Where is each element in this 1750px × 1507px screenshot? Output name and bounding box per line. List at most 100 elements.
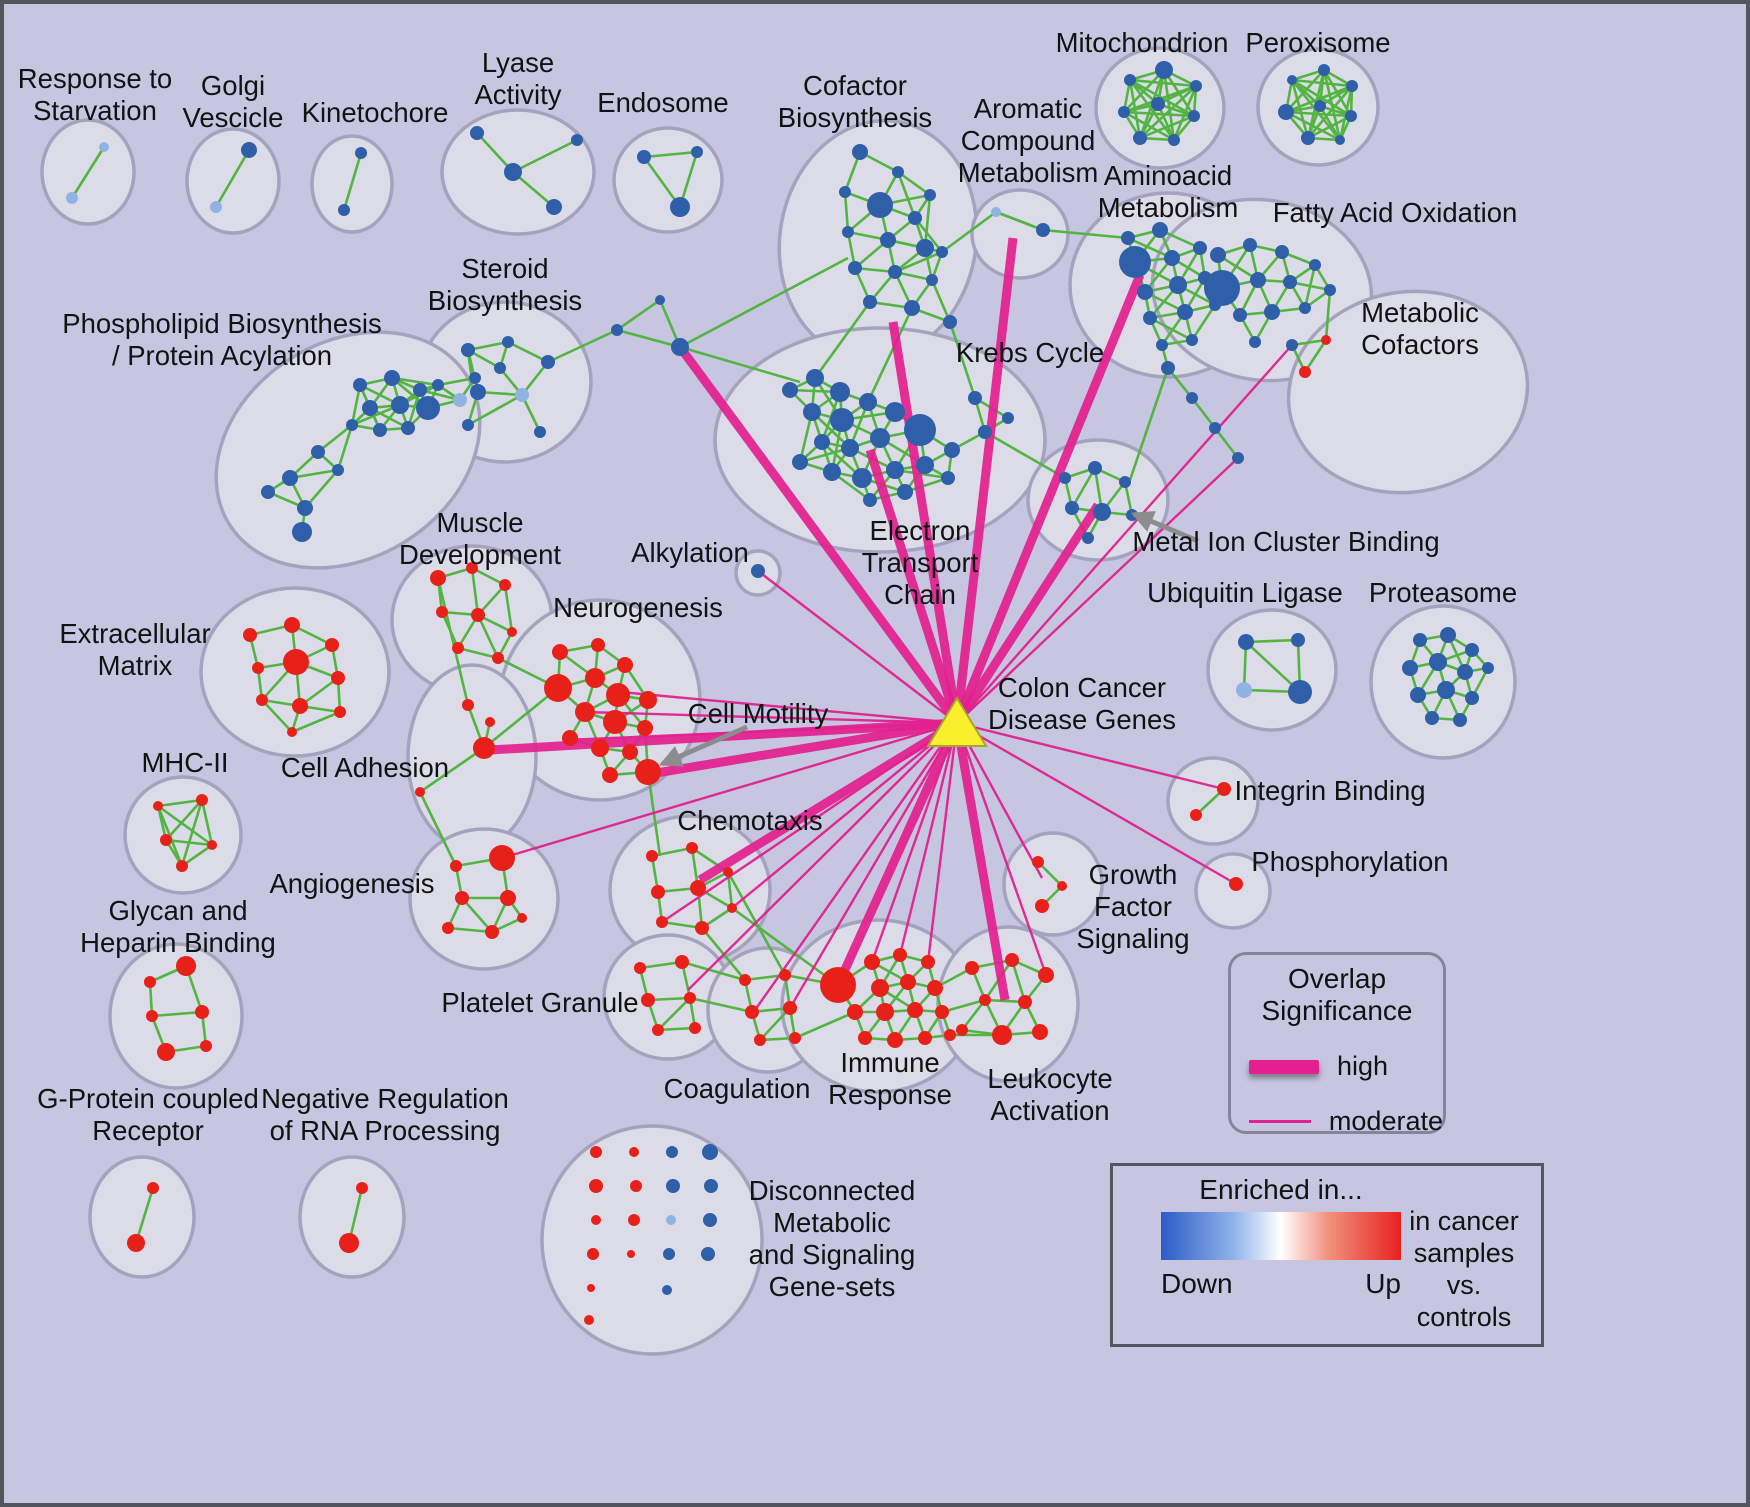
- gene-set-node: [1032, 856, 1044, 868]
- gene-set-edge: [1242, 641, 1248, 691]
- gene-set-node: [634, 962, 646, 974]
- gene-set-node: [1169, 276, 1187, 294]
- cluster-label-cell-adhesion: Cell Adhesion: [281, 752, 449, 783]
- gene-set-edge: [642, 156, 682, 208]
- gene-set-node: [1188, 110, 1200, 122]
- gene-set-node: [589, 1179, 603, 1193]
- gene-set-node: [292, 522, 312, 542]
- gene-set-node: [848, 261, 862, 275]
- cluster-label-mitochondrion: Mitochondrion: [1056, 27, 1229, 58]
- gene-set-node: [1275, 245, 1289, 259]
- gene-set-node: [841, 439, 859, 457]
- cluster-ellipse-leukocyte-activation: [936, 925, 1080, 1083]
- overlap-edge-high: [676, 344, 961, 726]
- cluster-ellipse-ubiquitin-ligase: [1206, 608, 1338, 732]
- gene-set-node: [1151, 97, 1165, 111]
- enriched-note: in cancer samples vs. controls: [1409, 1206, 1519, 1332]
- gene-set-node: [689, 1022, 701, 1034]
- gene-set-node: [907, 1002, 923, 1018]
- gene-set-node: [1335, 135, 1345, 145]
- gene-set-node: [927, 980, 943, 996]
- gene-set-node: [926, 274, 938, 286]
- gene-set-edge: [647, 996, 691, 1002]
- gene-set-node: [956, 1024, 968, 1036]
- gene-set-node: [859, 393, 877, 411]
- gene-set-node: [311, 445, 325, 459]
- cluster-ellipse-mhc-ii: [123, 775, 243, 895]
- gene-set-node: [541, 355, 555, 369]
- gene-set-node: [1291, 633, 1305, 647]
- gene-set-node: [1057, 881, 1067, 891]
- gene-set-edge: [1190, 304, 1217, 341]
- gene-set-node: [704, 1179, 718, 1193]
- gene-set-node: [391, 396, 409, 414]
- gene-set-node: [353, 378, 367, 392]
- cluster-label-angiogenesis: Angiogenesis: [269, 868, 434, 899]
- gene-set-node: [627, 1250, 635, 1258]
- gene-set-edge: [1285, 69, 1325, 113]
- gene-set-node: [691, 146, 703, 158]
- gene-set-node: [1299, 302, 1311, 314]
- gene-set-node: [462, 699, 474, 711]
- gene-set-edge: [165, 799, 203, 841]
- gene-set-node: [416, 396, 440, 420]
- gene-set-edge: [476, 614, 500, 659]
- gene-set-node: [338, 204, 350, 216]
- cluster-ellipse-metabolic-cofactors: [1286, 289, 1530, 495]
- gene-set-node: [415, 787, 425, 797]
- gene-set-node: [662, 1285, 672, 1295]
- gene-set-node: [1217, 782, 1231, 796]
- gene-set-edge: [894, 250, 943, 274]
- gene-set-node: [1177, 304, 1193, 320]
- overlap-edge-moderate: [956, 457, 1239, 724]
- moderate-significance-label: moderate: [1328, 1106, 1443, 1137]
- gene-set-node: [256, 694, 268, 706]
- gene-set-node: [864, 954, 880, 970]
- gene-set-edge: [1285, 84, 1353, 114]
- cluster-label-integrin-binding: Integrin Binding: [1234, 775, 1425, 806]
- gene-set-node: [1402, 660, 1418, 676]
- gene-set-edge: [1149, 316, 1193, 342]
- gene-set-node: [284, 617, 300, 633]
- legend-row-moderate: moderate: [1231, 1106, 1443, 1137]
- gene-set-edge: [759, 1007, 791, 1041]
- gene-set-node: [1059, 472, 1071, 484]
- gene-set-node: [936, 246, 948, 258]
- gene-set-node: [127, 1234, 145, 1252]
- gene-set-edge: [1303, 339, 1328, 373]
- gene-set-edge: [419, 746, 485, 794]
- gene-set-node: [655, 295, 665, 305]
- gene-set-edge: [1139, 85, 1197, 139]
- gene-set-node: [587, 1248, 599, 1260]
- gene-set-node: [1324, 284, 1336, 296]
- gene-set-node: [282, 470, 298, 486]
- gene-set-node: [584, 1315, 594, 1325]
- gene-set-node: [1156, 339, 1168, 351]
- overlap-edge-moderate: [788, 722, 959, 1009]
- gene-set-node: [1088, 461, 1102, 475]
- gene-set-node: [1457, 664, 1473, 680]
- overlap-edge-high: [952, 273, 1145, 725]
- gene-set-node: [885, 402, 905, 422]
- inter-cluster-edge: [689, 996, 753, 1014]
- overlap-edge-moderate: [955, 722, 1048, 976]
- gene-set-node: [814, 434, 830, 450]
- gene-set-edge: [1010, 959, 1027, 1003]
- cluster-label-kinetochore: Kinetochore: [302, 97, 449, 128]
- gene-set-node: [1190, 809, 1202, 821]
- gene-set-node: [470, 384, 486, 400]
- inter-cluster-edge: [948, 321, 977, 399]
- annotation-arrow: [1130, 511, 1199, 544]
- inter-cluster-edge: [679, 345, 801, 384]
- gene-set-node: [739, 974, 751, 986]
- gene-set-node: [823, 463, 841, 481]
- overlap-edge-moderate: [731, 722, 958, 909]
- cluster-ellipse-disconnected-gene-sets: [540, 1124, 764, 1356]
- gene-set-node: [575, 702, 595, 722]
- gene-set-node: [991, 207, 1001, 217]
- gene-set-node: [1243, 238, 1257, 252]
